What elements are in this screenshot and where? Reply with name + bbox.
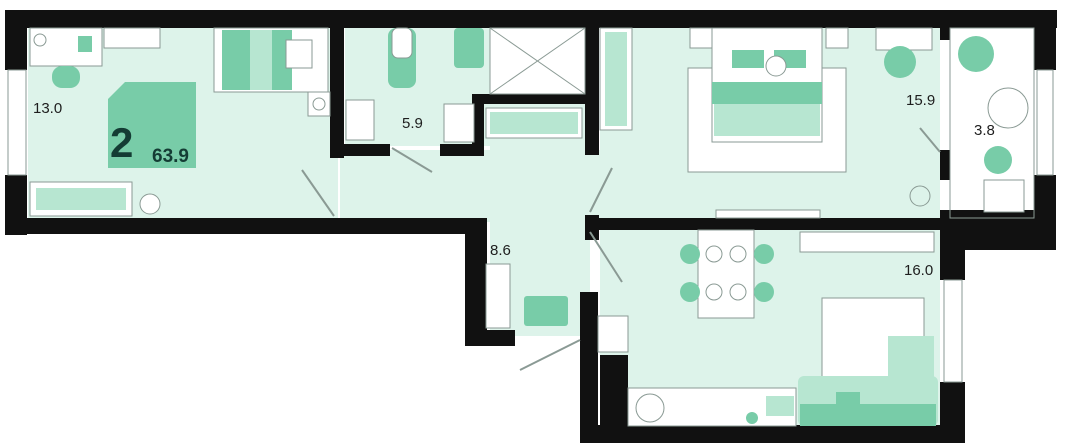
balcony-furniture — [958, 36, 1029, 213]
room-area-balcony: 3.8 — [974, 122, 995, 139]
room-area-kitchen-living: 16.0 — [904, 262, 934, 279]
bathroom-fixtures — [345, 27, 586, 143]
door-swings — [301, 127, 941, 371]
windows — [7, 69, 1054, 383]
room-area-bedroom-left: 13.0 — [33, 100, 63, 117]
balcony-frame — [949, 27, 1035, 219]
walls — [5, 10, 1057, 443]
left-bedroom-furniture — [29, 27, 331, 217]
room-area-hallway: 8.6 — [490, 242, 511, 259]
room-count: 2 — [110, 119, 134, 166]
area-badge-background — [108, 82, 196, 168]
right-bedroom-furniture — [599, 27, 933, 219]
room-area-bedroom-right: 15.9 — [906, 92, 936, 109]
kitchen-living-furniture — [597, 229, 938, 427]
hallway-furniture — [485, 263, 568, 329]
total-area: 63.9 — [152, 146, 189, 167]
room-area-bathroom: 5.9 — [402, 115, 423, 132]
area-badge-corner — [108, 82, 125, 99]
